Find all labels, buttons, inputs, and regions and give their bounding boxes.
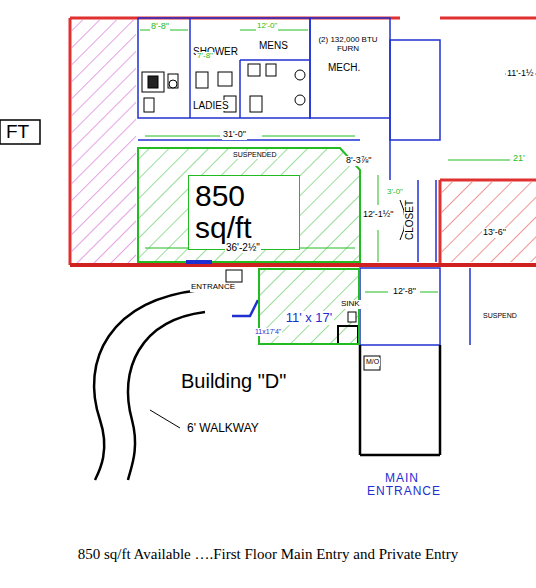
dimension-label: Building "D" (180, 370, 287, 392)
dimension-label: CLOSET (404, 199, 415, 241)
dimension-label: (2) 132,000 BTU FURN (316, 36, 380, 54)
dimension-label: MAIN ENTRANCE (366, 472, 438, 498)
dimension-label: 6' WALKWAY (186, 422, 260, 435)
dimension-label: 13'-6" (482, 228, 507, 238)
dimension-label: 31'-0" (222, 130, 247, 140)
dimension-label: FT (5, 122, 30, 143)
dimension-label: 12'-8" (392, 287, 417, 297)
dimension-label: 36'-2½" (225, 242, 261, 253)
caption: 850 sq/ft Available ….First Floor Main E… (0, 546, 536, 563)
dimension-label: 8'-3⅞" (345, 156, 372, 166)
dimension-label: 8'-8" (150, 22, 170, 32)
room-box: 850 sq/ft (188, 175, 300, 250)
dimension-label: MECH. (327, 62, 361, 73)
room-label: 850 sq/ft (189, 180, 299, 243)
dimension-label: 12'-1½" (362, 210, 394, 220)
dimension-label: SUSPENDED (232, 151, 278, 159)
dimension-label: SINK (340, 300, 361, 309)
dimension-label: SUSPEND (482, 312, 518, 320)
dimension-label: 7'-8" (196, 52, 214, 61)
dimension-label: ENTRANCE (190, 283, 236, 292)
dimension-label: 11'-1½ (506, 69, 535, 79)
room-label: 11' x 17' (284, 311, 335, 325)
dimension-label: M/O (365, 358, 380, 366)
dimension-label: 12'-0" (256, 22, 278, 31)
dimension-label: 21' (512, 154, 526, 164)
dimension-label: LADIES (192, 100, 230, 111)
dimension-label: MENS (258, 40, 289, 51)
dimension-label: 11x17'4" (254, 328, 282, 336)
dimension-label: 3'-0" (386, 188, 404, 197)
